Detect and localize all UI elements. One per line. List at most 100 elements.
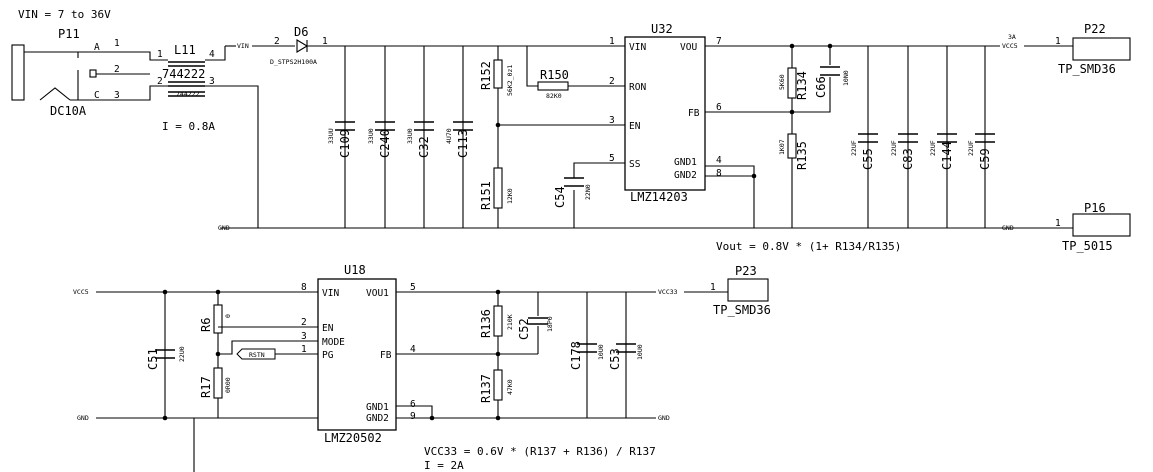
p16-value: TP_5015 [1062,239,1113,253]
vcc33-formula-note: VCC33 = 0.6V * (R137 + R136) / R137 [424,445,656,458]
p23-pin: 1 [710,282,716,293]
capacitor-c51: C51 22U0 [146,346,186,370]
capacitor-c240-ref: C240 [378,129,392,158]
junction-r137-bottom [495,415,501,421]
current-note-2: I = 2A [424,459,464,472]
wire-r150-left [526,46,538,87]
u18-pin-gnd1: GND1 [366,402,389,413]
wire-u18-mode [218,340,318,355]
capacitor-c52: C52 18P0 [517,316,554,340]
capacitor-c113-ref: C113 [456,129,470,158]
inductor-l11: L11 744222 744222 1 2 4 3 [157,43,215,98]
u18-num-pg: 1 [301,344,307,355]
u32-pin-vou: VOU [680,42,697,53]
u18-pin-mode: MODE [322,337,345,348]
resistor-r151: R151 12K0 [479,167,514,210]
r137-value: 47K0 [506,379,514,395]
r135-ref: R135 [795,141,809,170]
capacitor-c178: C178 10U0 [569,341,605,370]
capacitor-c83-value: 22UF [890,140,898,156]
c51-value: 22U0 [178,346,186,362]
u32-num-ss: 5 [609,153,615,164]
capacitor-c32-ref: C32 [417,136,431,158]
capacitor-c66: C66 10N0 [814,66,850,98]
u18-pin-pg: PG [322,350,334,361]
l11-pin-4: 4 [209,49,215,60]
l11-pin-2: 2 [157,76,163,87]
u32-pin-fb: FB [688,108,700,119]
junction-fb-u18 [495,351,501,357]
resistor-r17: R17 0R00 [199,367,232,399]
r6-value: 0 [224,314,232,318]
r152-ref: R152 [479,61,493,90]
connector-p11: P11 DC10A A C 1 2 3 [11,27,120,118]
l11-ref: L11 [174,43,196,57]
u18-num-mode: 3 [301,331,307,342]
p11-pin-2: 2 [114,64,120,75]
ic-u18: U18 LMZ20502 VIN EN MODE PG VOU1 FB GND1… [301,263,416,445]
junction-gnd-u32 [751,173,757,179]
u32-pin-en: EN [629,121,641,132]
r17-value: 0R00 [224,377,232,393]
u32-num-ron: 2 [609,76,615,87]
l11-pin-1: 1 [157,49,163,60]
capacitor-c54: C54 22N0 [553,177,592,208]
u32-num-vou: 7 [716,36,722,47]
c178-ref: C178 [569,341,583,370]
p11-pin-1: 1 [114,38,120,49]
net-label-gnd-3: GND [77,414,89,422]
r150-ref: R150 [540,68,569,82]
wire-c66-bottom [792,77,831,113]
p16-pin: 1 [1055,218,1061,229]
p23-value: TP_SMD36 [713,303,771,317]
p23-ref: P23 [735,264,757,278]
c54-ref: C54 [553,186,567,208]
u32-part: LMZ14203 [630,190,688,204]
junction-r6-top [215,289,221,295]
u18-num-fb: 4 [410,344,416,355]
wire-p11-a [24,51,168,61]
c52-value: 18P0 [546,316,554,332]
d6-ref: D6 [294,25,308,39]
capacitor-c144-ref: C144 [940,141,954,170]
capacitor-c144-value: 22UF [929,140,937,156]
l11-value: 744222 [162,67,205,81]
rstn-net-flag: RSTN [236,348,276,360]
capacitor-c240-value: 33U0 [367,128,375,144]
net-label-vcc33: VCC33 [658,288,678,296]
d6-pin-1: 1 [322,36,328,47]
p11-ref: P11 [58,27,80,41]
r136-value: 210K [506,314,514,330]
r151-value: 12K0 [506,188,514,204]
resistor-r150: R150 82K0 [537,68,569,100]
p11-pin-a: A [94,42,100,53]
net-label-3a: 3A [1008,33,1016,41]
net-label-gnd-4: GND [658,414,670,422]
u32-num-fb: 6 [716,102,722,113]
resistor-r6: R6 0 [199,304,232,334]
c51-ref: C51 [146,348,160,370]
net-label-vcc5-out: VCC5 [1002,42,1018,50]
u18-ref: U18 [344,263,366,277]
wire-p11-c [78,85,168,101]
capacitor-c109-ref: C109 [338,129,352,158]
u32-num-gnd1: 4 [716,155,722,166]
u18-num-gnd1: 6 [410,399,416,410]
junction-fb [789,109,795,115]
resistor-r152: R152 56K2_0z1 [479,59,514,96]
r150-value: 82K0 [546,92,562,100]
net-label-gnd-2: GND [1002,224,1014,232]
junction-en [495,122,501,128]
p16-ref: P16 [1084,201,1106,215]
diode-d6: D6 D_STPS2H100A 2 1 [270,25,328,66]
c53-value: 10U0 [636,344,644,360]
u32-pin-ron: RON [629,82,646,93]
capacitor-c59-ref: C59 [978,148,992,170]
u18-pin-fb: FB [380,350,392,361]
junction-mode [215,351,221,357]
u18-num-vin: 8 [301,282,307,293]
